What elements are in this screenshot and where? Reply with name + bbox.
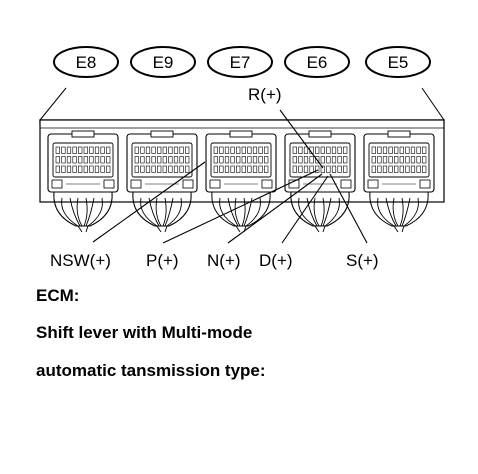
connector-block-e9 xyxy=(126,130,198,233)
connector-label-e5: E5 xyxy=(388,53,409,72)
connector-oval-e7: E7 xyxy=(207,46,273,78)
connector-block-e5 xyxy=(363,130,435,233)
connector-label-e8: E8 xyxy=(76,53,97,72)
connector-label-e6: E6 xyxy=(307,53,328,72)
connector-oval-e8: E8 xyxy=(53,46,119,78)
caption-transmission-type: automatic tansmission type: xyxy=(36,361,266,380)
pin-label-n: N(+) xyxy=(207,251,241,270)
pin-label-d: D(+) xyxy=(259,251,293,270)
caption-shift-lever: Shift lever with Multi-mode xyxy=(36,323,253,342)
pin-label-nsw: NSW(+) xyxy=(50,251,111,270)
pin-label-r: R(+) xyxy=(248,85,282,104)
pin-pointer-lines xyxy=(92,109,368,244)
caption-ecm: ECM: xyxy=(36,286,80,305)
connector-block-e6 xyxy=(284,130,356,233)
connector-label-e7: E7 xyxy=(230,53,251,72)
pin-label-p: P(+) xyxy=(146,251,179,270)
connector-block-e8 xyxy=(47,130,119,233)
leader-lines xyxy=(39,87,445,121)
connector-block-e7 xyxy=(205,130,277,233)
connector-oval-e9: E9 xyxy=(130,46,196,78)
pin-label-s: S(+) xyxy=(346,251,379,270)
connector-oval-e6: E6 xyxy=(284,46,350,78)
pin-labels: R(+) NSW(+) P(+) N(+) D(+) S(+) xyxy=(50,85,379,270)
connector-label-e9: E9 xyxy=(153,53,174,72)
connector-oval-e5: E5 xyxy=(365,46,431,78)
